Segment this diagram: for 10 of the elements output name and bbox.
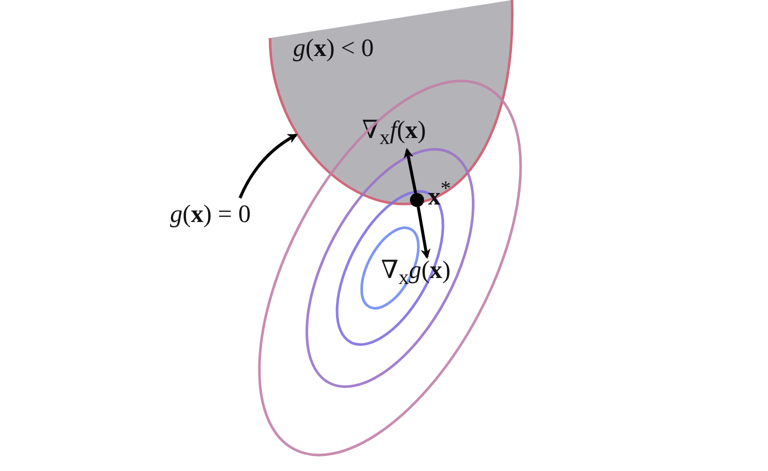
math-label: ∇$_{x}$g(x) [381, 258, 451, 288]
arrow [404, 148, 418, 194]
point-label: x$^{*}$ [428, 178, 451, 210]
math-label: ∇$_{x}$f(x) [362, 118, 426, 148]
arrow [238, 134, 298, 199]
math-label: g(x) = 0 [170, 202, 251, 227]
point-marker [410, 193, 424, 207]
arrow [416, 206, 431, 259]
shaded-region [268, 0, 515, 207]
region-label: g(x) < 0 [293, 36, 374, 61]
